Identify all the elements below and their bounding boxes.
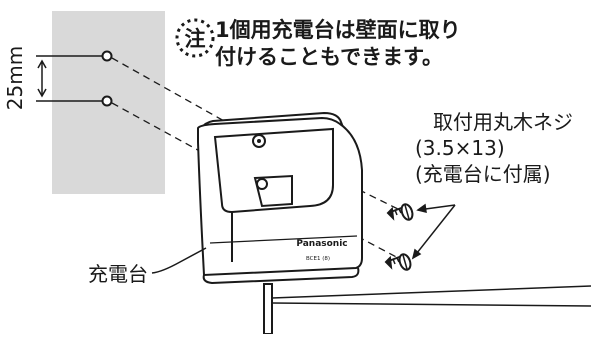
- charger-body: [197, 111, 363, 285]
- charger-label: 充電台: [88, 262, 148, 286]
- screw-callout-line-2: (3.5×13): [415, 136, 505, 160]
- charger-model: BCE1 (8): [306, 256, 330, 262]
- note-badge-text: 注: [185, 27, 206, 51]
- note-line-1: 1個用充電台は壁面に取り: [215, 18, 461, 42]
- charger-cable: [263, 283, 591, 335]
- screw-callout-line-3: (充電台に付属): [415, 162, 551, 186]
- wall-hole-upper: [101, 50, 113, 62]
- dimension-marker: [36, 55, 102, 102]
- note-badge-icon: 注: [175, 18, 215, 58]
- screw-leader-lines: [411, 203, 456, 260]
- screw-upper: [386, 203, 414, 221]
- wall-hole-lower: [101, 95, 113, 107]
- dimension-label: 25mm: [3, 46, 27, 110]
- charger-screw-hole-lower: [256, 178, 268, 190]
- screw-lower: [384, 253, 412, 271]
- charger-leader-line: [151, 247, 207, 274]
- charger-brand: Panasonic: [296, 239, 347, 249]
- charger-screw-hole-upper: [252, 134, 266, 148]
- note-line-2: 付けることもできます。: [215, 45, 444, 69]
- screw-callout-line-1: 取付用丸木ネジ: [433, 110, 573, 134]
